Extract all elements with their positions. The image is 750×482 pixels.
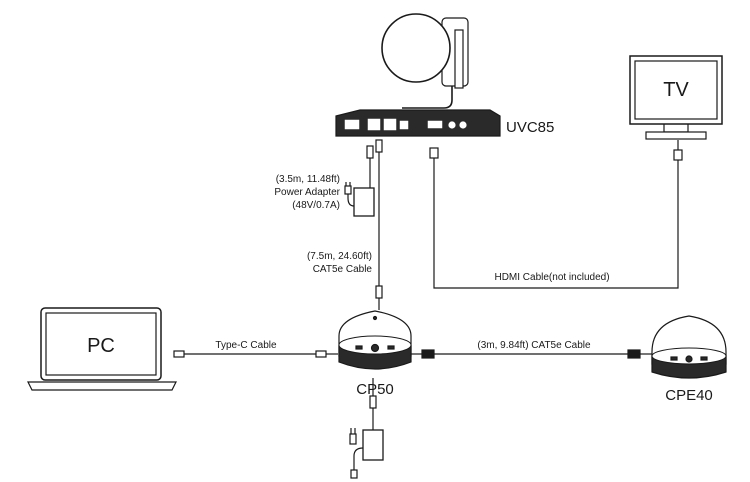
cat5e-type-label: CAT5e Cable — [313, 264, 373, 275]
power-adapter-label: Power Adapter — [274, 187, 340, 198]
camera-power-adapter — [344, 145, 375, 217]
uvc85-label: UVC85 — [506, 119, 554, 136]
pc-laptop — [27, 307, 177, 391]
cat5e-main-cable — [375, 139, 383, 310]
cp50-hub — [338, 310, 412, 370]
type-c-cable — [173, 350, 338, 358]
uvc85-camera — [335, 13, 501, 137]
tv-monitor — [629, 55, 723, 140]
power-length-label: (3.5m, 11.48ft) — [276, 174, 340, 185]
cat5e-expansion-label: (3m, 9.84ft) CAT5e Cable — [477, 340, 591, 351]
cp50-power-adapter — [349, 378, 384, 479]
tv-label: TV — [663, 79, 689, 101]
typec-label: Type-C Cable — [215, 340, 277, 351]
hdmi-cable — [429, 140, 683, 289]
cp50-label: CP50 — [356, 381, 394, 398]
cat5e-length-label: (7.5m, 24.60ft) — [307, 251, 372, 262]
cpe40-expansion-mic — [651, 315, 727, 379]
pc-label: PC — [87, 335, 115, 357]
hdmi-label: HDMI Cable(not included) — [494, 272, 609, 283]
cpe40-label: CPE40 — [665, 387, 713, 404]
cat5e-expansion-cable — [411, 349, 652, 359]
power-rating-label: (48V/0.7A) — [292, 200, 340, 211]
